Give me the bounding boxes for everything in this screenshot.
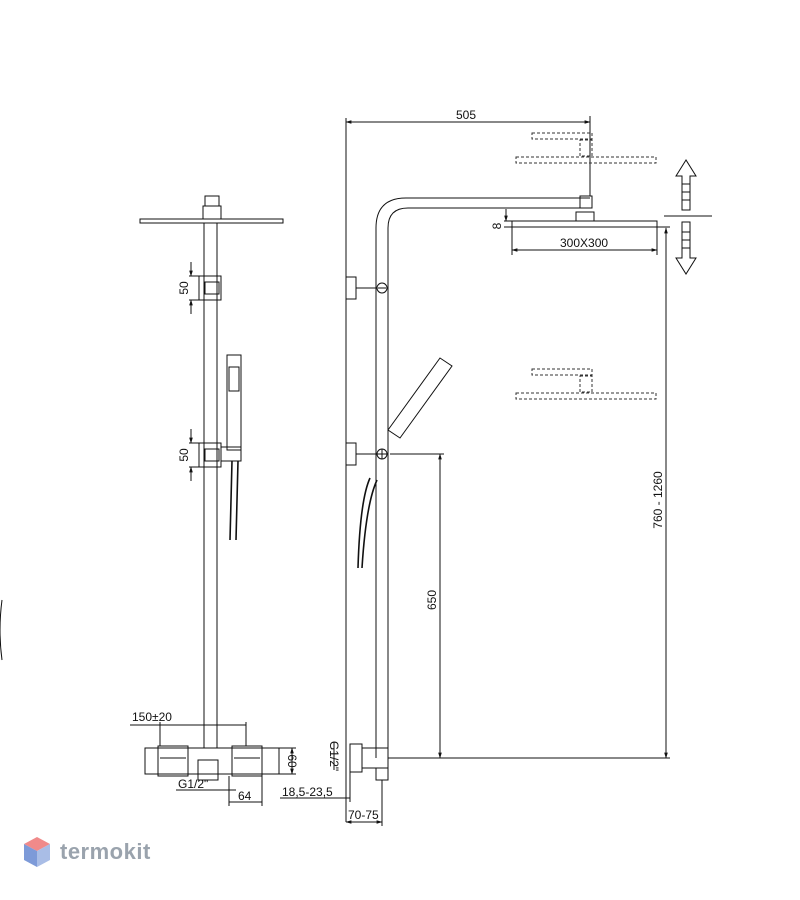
dim-650: 650 (425, 590, 439, 610)
brand-cube-icon (24, 837, 50, 867)
front-bracket-top (198, 275, 222, 301)
label-g12-front: G1/2" (178, 777, 208, 791)
dim-150: 150±20 (132, 710, 172, 724)
side-riser-inner (387, 207, 590, 758)
front-bracket-top-inner (204, 281, 220, 295)
edge-fragment (0, 599, 3, 661)
head-position-upper (515, 156, 657, 164)
front-head-mount (202, 205, 222, 220)
dim-760-1260: 760 - 1260 (651, 471, 665, 529)
label-g12-side: G1/2" (327, 741, 341, 771)
dim-70-75: 70-75 (348, 808, 379, 822)
dim-505: 505 (456, 108, 476, 122)
arrow-up-icon (675, 159, 697, 211)
front-view: 50 50 150±20 60 G1/2" 64 (130, 195, 299, 806)
dim-50-top: 50 (177, 281, 191, 295)
side-thermostat (349, 743, 363, 773)
side-head-mount (579, 195, 593, 209)
side-view: 505 8 300X300 650 (280, 108, 670, 826)
front-head-connector (204, 195, 220, 207)
brand-name: termokit (60, 839, 151, 864)
front-hand-shower-spray (228, 366, 240, 392)
arrow-down-icon (675, 221, 697, 275)
dim-300x300: 300X300 (560, 236, 608, 250)
dim-64: 64 (238, 789, 252, 803)
front-thermostat-knob-left (157, 745, 189, 777)
front-mixer-outlet (197, 759, 219, 781)
brand-logo: termokit (22, 835, 151, 869)
side-head-plate (511, 220, 658, 228)
front-hose (229, 460, 239, 541)
front-thermostat-body (144, 747, 280, 775)
dim-8: 8 (490, 222, 504, 229)
side-hand-shower (387, 357, 453, 439)
side-riser-outer (375, 197, 590, 758)
front-bracket-mid (198, 442, 222, 468)
side-hose (357, 477, 378, 569)
dim-18-23: 18,5-23,5 (282, 785, 333, 799)
front-hand-shower (226, 354, 242, 451)
side-head-connector (575, 211, 595, 222)
front-bracket-mid-inner (204, 448, 220, 462)
dim-60: 60 (285, 754, 299, 768)
head-position-lower (515, 392, 657, 400)
front-hand-shower-holder (220, 446, 242, 462)
dim-50-mid: 50 (177, 448, 191, 462)
side-bracket-top (376, 282, 388, 294)
height-adjust-arrows (664, 159, 712, 275)
front-head-plate (139, 218, 284, 224)
front-thermostat-knob-right (231, 745, 263, 777)
